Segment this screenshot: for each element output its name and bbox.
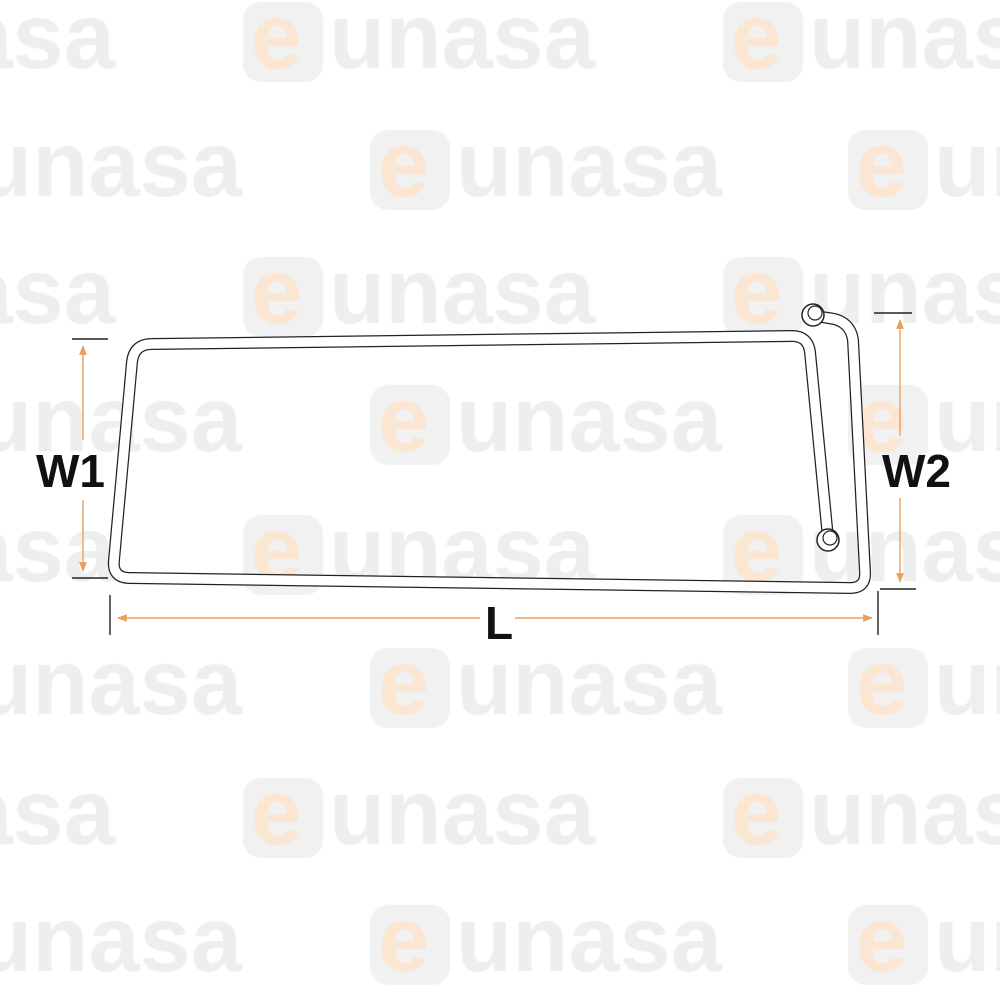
- terminal-bottom: [816, 528, 840, 552]
- label-w1: W1: [36, 445, 105, 497]
- label-l: L: [485, 597, 514, 649]
- dimension-w2: [874, 312, 916, 590]
- dimension-w1: [72, 338, 108, 579]
- label-w2: W2: [882, 445, 951, 497]
- wire-tube: [107, 303, 872, 594]
- terminal-top: [801, 303, 825, 327]
- dimension-l: [109, 591, 879, 635]
